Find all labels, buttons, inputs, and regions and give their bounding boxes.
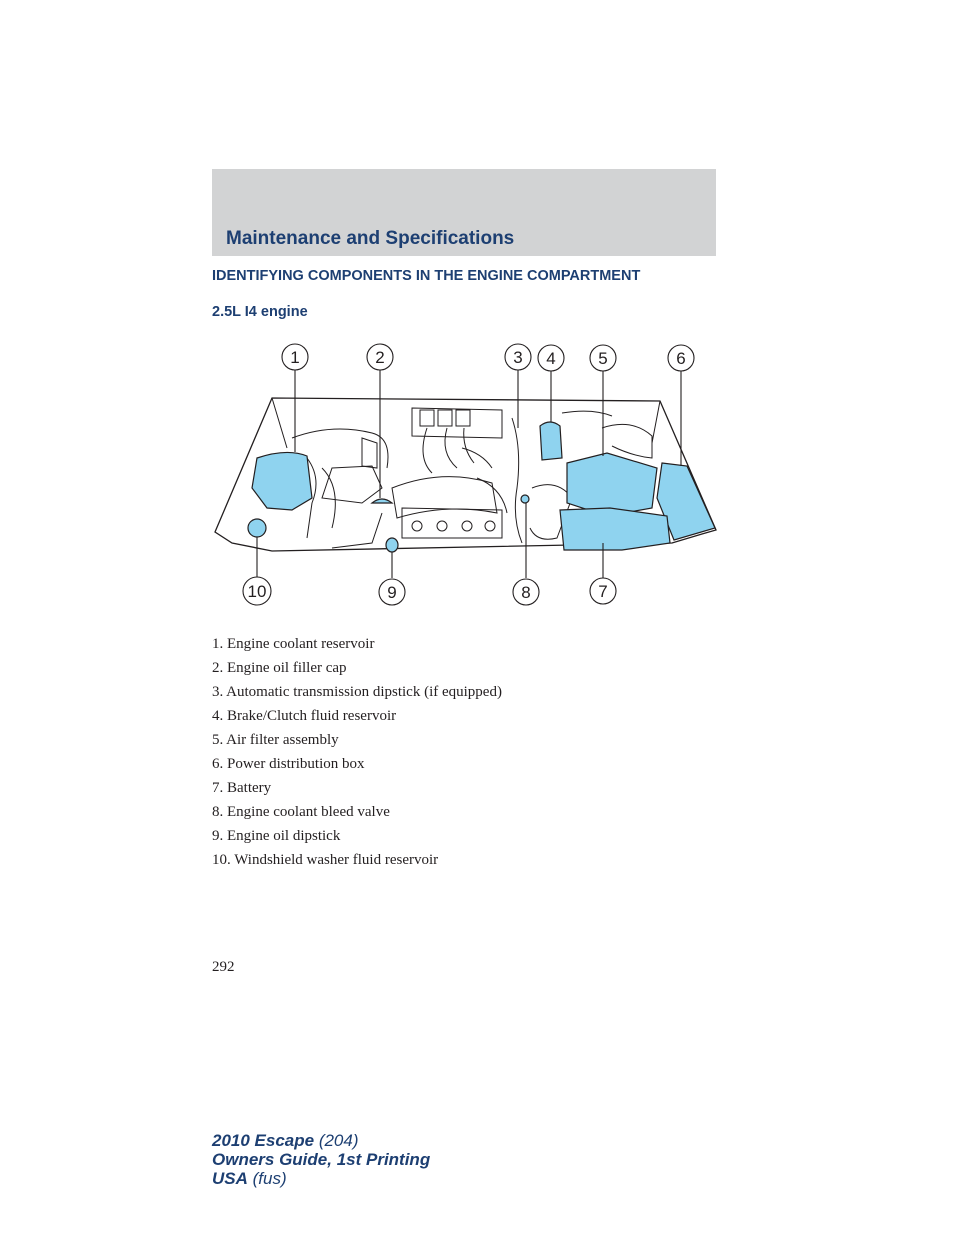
footer-edition: Owners Guide, 1st Printing <box>212 1150 431 1169</box>
document-footer: 2010 Escape (204) Owners Guide, 1st Prin… <box>212 1131 430 1188</box>
bleed-valve-shape <box>520 494 530 504</box>
section-header-band <box>212 169 716 256</box>
legend-item: 3. Automatic transmission dipstick (if e… <box>212 684 502 700</box>
callout-8-circle <box>512 578 540 606</box>
section-title: Maintenance and Specifications <box>226 228 515 249</box>
legend-item: 1. Engine coolant reservoir <box>212 636 375 652</box>
legend-item: 2. Engine oil filler cap <box>212 660 347 676</box>
legend-item: 8. Engine coolant bleed valve <box>212 804 390 820</box>
callout-2-circle <box>366 343 394 371</box>
oil-dipstick-shape <box>385 537 399 553</box>
callout-3-circle <box>504 343 532 371</box>
brake-fluid-reservoir-shape <box>539 421 563 461</box>
engine-compartment-diagram: 1 2 3 4 5 6 7 8 9 10 <box>214 343 717 606</box>
callout-1-number: 1 <box>290 348 299 367</box>
air-filter-shape <box>566 452 658 517</box>
callout-7-circle <box>589 577 617 605</box>
callout-5-number: 5 <box>598 349 607 368</box>
footer-line-1: 2010 Escape (204) <box>212 1131 430 1150</box>
callout-2-number: 2 <box>375 348 384 367</box>
callout-1-circle <box>281 343 309 371</box>
legend-item: 6. Power distribution box <box>212 756 365 772</box>
footer-model-code: (204) <box>314 1131 359 1150</box>
callout-10-number: 10 <box>248 582 267 601</box>
footer-line-3: USA (fus) <box>212 1169 430 1188</box>
callout-7-number: 7 <box>598 582 607 601</box>
footer-market-code: (fus) <box>247 1169 287 1188</box>
callout-6-number: 6 <box>676 349 685 368</box>
footer-market: USA <box>212 1169 248 1188</box>
page-heading: IDENTIFYING COMPONENTS IN THE ENGINE COM… <box>212 268 641 284</box>
callout-9-number: 9 <box>387 583 396 602</box>
legend-item: 9. Engine oil dipstick <box>212 828 341 844</box>
page-number: 292 <box>212 959 235 975</box>
legend-item: 5. Air filter assembly <box>212 732 339 748</box>
callout-9-circle <box>378 578 406 606</box>
engine-subheading: 2.5L I4 engine <box>212 304 308 320</box>
oil-filler-cap-shape <box>370 498 394 504</box>
legend-item: 7. Battery <box>212 780 272 796</box>
callout-10-circle <box>242 576 272 606</box>
washer-reservoir-cap-shape <box>247 518 267 538</box>
footer-model: 2010 Escape <box>212 1131 315 1150</box>
callout-6-circle <box>667 344 695 372</box>
coolant-reservoir-shape <box>251 451 313 511</box>
callout-3-number: 3 <box>513 348 522 367</box>
legend-item: 10. Windshield washer fluid reservoir <box>212 852 439 868</box>
callout-4-circle <box>537 344 565 372</box>
footer-line-2: Owners Guide, 1st Printing <box>212 1150 430 1169</box>
power-distribution-box-shape <box>656 462 716 541</box>
legend-item: 4. Brake/Clutch fluid reservoir <box>212 708 397 724</box>
callout-8-number: 8 <box>521 583 530 602</box>
component-legend: 1. Engine coolant reservoir 2. Engine oi… <box>212 632 502 872</box>
callout-5-circle <box>589 344 617 372</box>
battery-shape <box>559 507 671 551</box>
callout-4-number: 4 <box>546 349 555 368</box>
